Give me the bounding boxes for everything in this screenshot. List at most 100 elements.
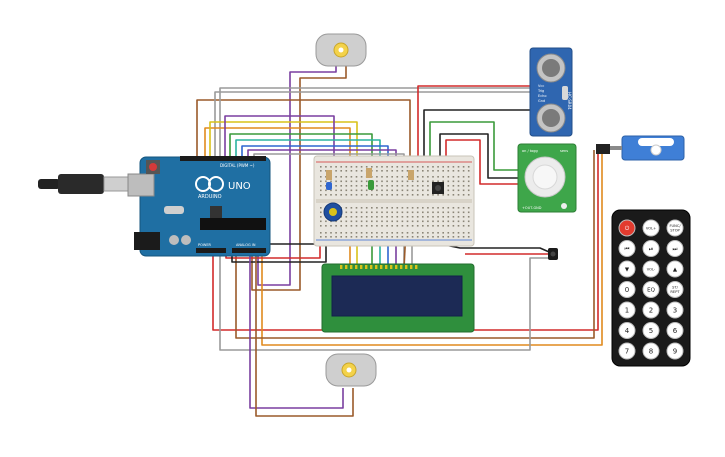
breadboard-hole bbox=[386, 180, 388, 183]
breadboard-hole bbox=[386, 220, 388, 223]
lcd-pin bbox=[365, 265, 368, 269]
breadboard-hole bbox=[406, 232, 409, 234]
remote-button-label: ST/ bbox=[672, 286, 678, 290]
breadboard-hole bbox=[391, 166, 393, 168]
lcd-pin bbox=[370, 265, 373, 269]
remote-button-5[interactable]: 5 bbox=[642, 322, 660, 339]
lcd-pin bbox=[385, 265, 388, 269]
breadboard-hole bbox=[452, 166, 455, 168]
remote-button-3[interactable]: 3 bbox=[666, 301, 684, 319]
breadboard-hole bbox=[350, 176, 353, 178]
breadboard-hole bbox=[437, 170, 439, 172]
lcd-pin bbox=[405, 265, 408, 269]
breadboard-hole bbox=[416, 185, 419, 187]
breadboard-hole bbox=[467, 194, 470, 196]
breadboard-hole bbox=[457, 166, 460, 168]
remote-button-func[interactable]: FUNC/STOP bbox=[666, 219, 684, 237]
breadboard-hole bbox=[386, 207, 388, 209]
remote-button-7[interactable]: 7 bbox=[618, 342, 636, 360]
breadboard-hole bbox=[360, 176, 363, 178]
breadboard-hole bbox=[447, 225, 450, 227]
ultrasonic-crystal bbox=[562, 86, 568, 100]
breadboard-hole bbox=[452, 189, 455, 192]
digital-header-label: DIGITAL (PWM ~) bbox=[220, 163, 255, 168]
usb-plug-body bbox=[58, 174, 104, 194]
breadboard-hole bbox=[360, 170, 363, 172]
breadboard-hole bbox=[365, 225, 368, 227]
breadboard-hole bbox=[335, 232, 337, 234]
remote-button-eq[interactable]: EQ bbox=[642, 281, 660, 298]
remote-button-prev[interactable]: ⏮ bbox=[618, 240, 636, 257]
breadboard-hole bbox=[371, 166, 373, 168]
remote-button-down[interactable]: ▼ bbox=[618, 260, 636, 278]
breadboard-hole bbox=[320, 207, 322, 209]
remote-button-6[interactable]: 6 bbox=[666, 322, 684, 339]
breadboard-hole bbox=[355, 189, 358, 192]
breadboard-hole bbox=[340, 194, 342, 196]
breadboard-hole bbox=[406, 236, 409, 238]
remote-button-up[interactable]: ▲ bbox=[666, 260, 684, 278]
remote-button-face bbox=[618, 281, 636, 298]
remote-button-9[interactable]: 9 bbox=[666, 342, 684, 360]
breadboard-hole bbox=[360, 185, 363, 187]
breadboard-hole bbox=[422, 216, 424, 218]
breadboard-hole bbox=[381, 180, 383, 183]
breadboard-hole bbox=[371, 189, 373, 192]
remote-button-vol-down[interactable]: VOL- bbox=[642, 260, 660, 278]
breadboard-hole bbox=[422, 189, 424, 192]
breadboard-hole bbox=[360, 225, 363, 227]
breadboard-hole bbox=[350, 220, 353, 223]
remote-button-st[interactable]: ST/REPT bbox=[666, 281, 684, 298]
analog-header-label: ANALOG IN bbox=[236, 243, 256, 247]
breadboard-hole bbox=[376, 166, 378, 168]
arduino-uno-board[interactable]: DIGITAL (PWM ~) UNO ARDUINO POWER ANALOG… bbox=[127, 156, 271, 257]
remote-button-face bbox=[642, 260, 660, 278]
breadboard-hole bbox=[381, 216, 383, 218]
remote-button-vol-up[interactable]: VOL+ bbox=[642, 219, 660, 237]
breadboard-hole bbox=[437, 225, 439, 227]
breadboard-hole bbox=[386, 236, 388, 238]
breadboard-hole bbox=[406, 180, 409, 183]
ir-receiver bbox=[548, 248, 558, 260]
capacitor-2 bbox=[181, 235, 191, 245]
remote-button-4[interactable]: 4 bbox=[618, 322, 636, 339]
remote-button-1[interactable]: 1 bbox=[618, 301, 636, 319]
breadboard-hole bbox=[467, 207, 470, 209]
board-model-label: UNO bbox=[228, 181, 251, 192]
remote-button-power[interactable]: ⏻ bbox=[618, 219, 636, 237]
breadboard-hole bbox=[355, 166, 358, 168]
remote-button-label: ⏭ bbox=[673, 246, 678, 252]
breadboard-hole bbox=[411, 189, 414, 192]
breadboard-hole bbox=[447, 170, 450, 172]
wire-red-top bbox=[417, 85, 530, 175]
remote-button-8[interactable]: 8 bbox=[642, 342, 660, 360]
pir-pot bbox=[561, 203, 567, 209]
breadboard-hole bbox=[360, 207, 363, 209]
breadboard-hole bbox=[447, 189, 450, 192]
breadboard-hole bbox=[365, 207, 368, 209]
breadboard-hole bbox=[391, 170, 393, 172]
breadboard-hole bbox=[330, 180, 332, 183]
breadboard-hole bbox=[442, 216, 444, 218]
breadboard-hole bbox=[371, 216, 373, 218]
breadboard-hole bbox=[442, 170, 444, 172]
breadboard-hole bbox=[365, 220, 368, 223]
breadboard-hole bbox=[350, 225, 353, 227]
remote-button-play[interactable]: ⏯ bbox=[642, 240, 660, 257]
breadboard-hole bbox=[335, 180, 337, 183]
lcd-pin bbox=[415, 265, 418, 269]
breadboard-hole bbox=[386, 211, 388, 214]
remote-button-2[interactable]: 2 bbox=[642, 301, 660, 319]
lcd-screen bbox=[331, 275, 463, 317]
remote-button-0[interactable]: 0 bbox=[618, 281, 636, 298]
remote-button-label: 8 bbox=[649, 348, 653, 356]
breadboard-hole bbox=[416, 189, 419, 192]
breadboard-hole bbox=[345, 211, 348, 214]
breadboard-hole bbox=[335, 220, 337, 223]
breadboard-hole bbox=[396, 170, 399, 172]
breadboard-hole bbox=[325, 225, 327, 227]
remote-button-next[interactable]: ⏭ bbox=[666, 240, 684, 257]
breadboard-hole bbox=[462, 216, 465, 218]
